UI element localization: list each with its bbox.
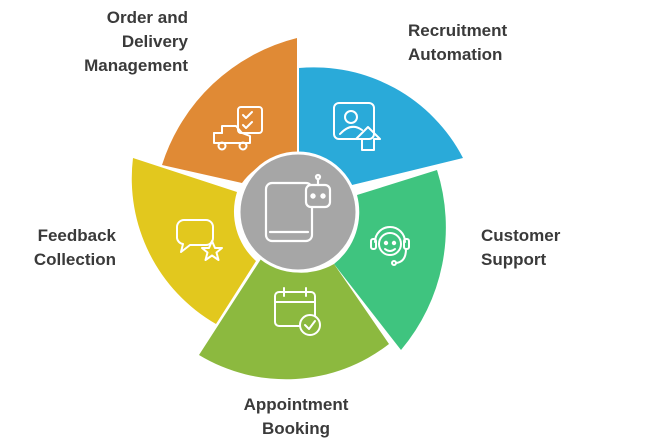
label-recruitment-automation: Recruitment Automation	[408, 19, 507, 67]
chat-star-icon	[176, 219, 223, 261]
segment-recruitment-automation	[299, 67, 463, 185]
label-line: Collection	[33, 250, 116, 269]
label-order-and-delivery: Order and Delivery Management	[60, 6, 188, 78]
headset-agent-icon	[370, 226, 410, 266]
label-line: Automation	[408, 45, 503, 64]
label-line: Recruitment	[408, 21, 508, 40]
segment-customer-support	[334, 170, 446, 350]
segment-appointment-booking	[199, 259, 389, 380]
label-line: Feedback	[37, 226, 116, 245]
segment-order-and-delivery	[162, 38, 297, 183]
segment-feedback-collection	[131, 158, 256, 324]
user-upload-icon	[333, 102, 381, 151]
label-customer-support: Customer Support	[481, 224, 560, 272]
label-line: Appointment	[243, 395, 349, 414]
label-line: Support	[481, 250, 547, 269]
robot-tablet-icon	[264, 173, 332, 243]
label-line: Delivery	[121, 32, 188, 51]
label-appointment-booking: Appointment Booking	[200, 393, 392, 441]
label-line: Management	[84, 56, 188, 75]
delivery-truck-checklist-icon	[213, 106, 263, 151]
label-feedback-collection: Feedback Collection	[24, 224, 116, 272]
center-hub	[237, 151, 359, 273]
calendar-check-icon	[274, 287, 321, 336]
label-line: Order and	[106, 8, 188, 27]
label-line: Customer	[481, 226, 561, 245]
label-line: Booking	[262, 419, 330, 438]
